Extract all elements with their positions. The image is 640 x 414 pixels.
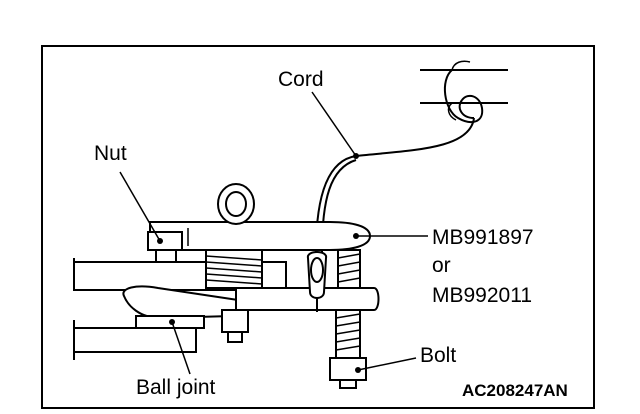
tool-lower-jaw: [221, 287, 380, 343]
bolt-label: Bolt: [420, 344, 456, 367]
bolt: [329, 249, 367, 389]
ball-joint: [122, 285, 247, 329]
ball-joint-leader: [171, 321, 191, 375]
nut: [147, 231, 183, 263]
cord-label: Cord: [278, 68, 324, 91]
tool-number-label: MB991897: [432, 226, 534, 249]
cord-leader: [311, 91, 357, 157]
upper-support-bar: [420, 69, 508, 104]
tool-spring: [205, 249, 263, 289]
ball-joint-label: Ball joint: [136, 376, 216, 399]
tool-alt-number-label: MB992011: [432, 284, 532, 307]
tool-handle-ring: [217, 183, 255, 225]
cord-hook: [307, 251, 327, 312]
tool-or-label: or: [432, 254, 451, 277]
nut-label: Nut: [94, 142, 127, 165]
cord-loop: [443, 60, 484, 124]
bolt-leader: [357, 357, 417, 371]
nut-leader: [119, 171, 161, 242]
figure-code: AC208247AN: [462, 381, 568, 400]
